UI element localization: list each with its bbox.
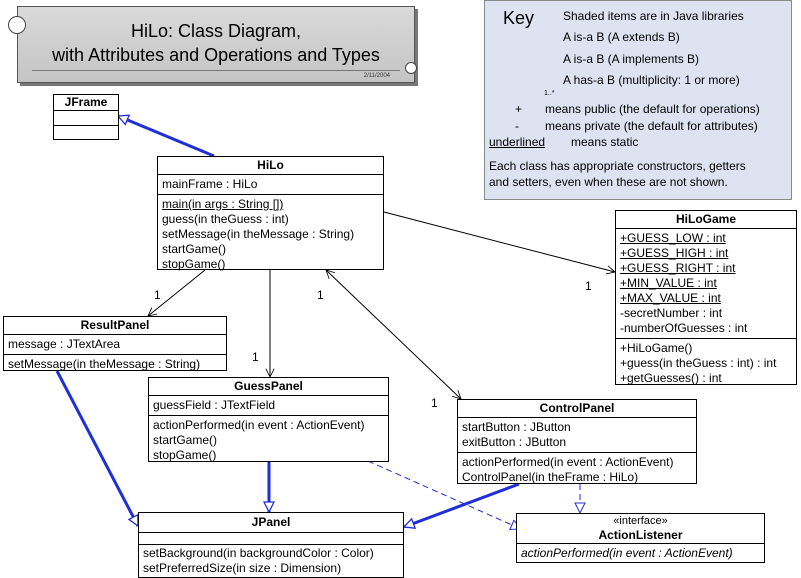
operation-row: actionPerformed(in event : ActionEvent) xyxy=(521,546,733,560)
key-extends-text: A is-a B (A extends B) xyxy=(563,30,680,44)
key-note-line2: and setters, even when these are not sho… xyxy=(489,175,728,189)
key-static-word: underlined xyxy=(489,135,546,149)
operation-row: setMessage(in theMessage : String) xyxy=(8,357,201,371)
key-title: Key xyxy=(503,8,535,28)
class-jpanel: JPanel setBackground(in backgroundColor … xyxy=(138,512,404,578)
operation-row: stopGame() xyxy=(153,448,217,462)
hilo-has-resultpanel-line xyxy=(148,269,206,316)
scroll-left-circle-icon xyxy=(8,16,26,34)
key-shaded-note: Shaded items are in Java libraries xyxy=(563,9,744,23)
hilo-extends-jframe-line xyxy=(118,116,215,158)
operation-row: setMessage(in theMessage : String) xyxy=(162,227,355,241)
diagram-title-plaque: HiLo: Class Diagram, with Attributes and… xyxy=(17,6,415,83)
class-jframe: JFrame xyxy=(53,94,119,140)
class-operations: actionPerformed(in event : ActionEvent) xyxy=(517,544,764,563)
class-operations: setMessage(in theMessage : String) xyxy=(4,355,226,374)
key-has-a-text: A has-a B (multiplicity: 1 or more) xyxy=(563,73,740,87)
attribute-row: mainFrame : HiLo xyxy=(162,177,258,191)
class-name: JPanel xyxy=(139,513,403,533)
diagram-title-line2: with Attributes and Operations and Types xyxy=(52,45,380,65)
class-name: HiLoGame xyxy=(616,211,796,229)
class-guesspanel: GuessPanel guessField : JTextField actio… xyxy=(148,377,389,462)
operation-row: ControlPanel(in theFrame : HiLo) xyxy=(462,470,639,484)
key-public-text: means public (the default for operations… xyxy=(545,102,760,116)
class-hilo: HiLo mainFrame : HiLo main(in args : Str… xyxy=(157,156,384,271)
attribute-row: -numberOfGuesses : int xyxy=(620,321,748,335)
hilo-has-hilogame-line xyxy=(383,211,615,272)
legend-key: Key Shaded items are in Java libraries A… xyxy=(484,0,792,200)
hilo-controlpanel-line xyxy=(326,270,461,399)
class-attributes: message : JTextArea xyxy=(4,335,226,355)
attribute-row: guessField : JTextField xyxy=(153,398,276,412)
class-name: ActionListener xyxy=(517,528,764,544)
key-public-symbol: + xyxy=(515,102,523,116)
guesspanel-implements-actionlistener-line xyxy=(367,460,521,529)
diagram-title-line1: HiLo: Class Diagram, xyxy=(130,21,302,41)
operation-row: startGame() xyxy=(153,433,218,447)
controlpanel-extends-jpanel-line xyxy=(404,482,520,527)
attribute-row: startButton : JButton xyxy=(462,420,571,434)
key-private-symbol: - xyxy=(515,119,519,133)
class-operations: actionPerformed(in event : ActionEvent) … xyxy=(149,416,388,465)
key-static-text: means static xyxy=(571,135,639,149)
class-hilogame: HiLoGame +GUESS_LOW : int +GUESS_HIGH : … xyxy=(615,210,797,385)
scroll-right-circle-icon xyxy=(405,62,417,74)
class-name: JFrame xyxy=(54,95,118,111)
class-operations: setBackground(in backgroundColor : Color… xyxy=(139,545,403,578)
class-name: ControlPanel xyxy=(458,400,696,418)
diagram-date: 2/11/2004 xyxy=(363,73,390,79)
operation-row: setPreferredSize(in size : Dimension) xyxy=(143,561,342,575)
operation-row: +getGuesses() : int xyxy=(620,371,722,385)
operation-row: guess(in theGuess : int) xyxy=(162,212,289,226)
attribute-row: +GUESS_RIGHT : int xyxy=(620,261,736,275)
operation-row: setBackground(in backgroundColor : Color… xyxy=(143,546,374,560)
class-name: GuessPanel xyxy=(149,378,388,396)
class-operations: actionPerformed(in event : ActionEvent) … xyxy=(458,453,696,487)
key-private-text: means private (the default for attribute… xyxy=(545,119,758,133)
multiplicity-hilo-controlpanel-start: 1 xyxy=(317,288,324,302)
class-attributes-empty xyxy=(139,533,403,545)
class-name: ResultPanel xyxy=(4,317,226,335)
class-name: HiLo xyxy=(158,157,383,175)
title-divider xyxy=(32,70,400,71)
attribute-row: +MIN_VALUE : int xyxy=(620,276,717,290)
class-attributes: mainFrame : HiLo xyxy=(158,175,383,195)
key-implements-text: A is-a B (A implements B) xyxy=(563,52,700,66)
key-multiplicity-label: 1..* xyxy=(544,90,555,97)
operation-row: main(in args : String []) xyxy=(162,197,284,211)
class-attributes: guessField : JTextField xyxy=(149,396,388,416)
operation-row: +guess(in theGuess : int) : int xyxy=(620,356,777,370)
attribute-row: -secretNumber : int xyxy=(620,306,723,320)
attribute-row: +GUESS_HIGH : int xyxy=(620,246,729,260)
operation-row: actionPerformed(in event : ActionEvent) xyxy=(462,455,674,469)
operation-row: +HiLoGame() xyxy=(620,341,693,355)
attribute-row: +MAX_VALUE : int xyxy=(620,291,721,305)
class-resultpanel: ResultPanel message : JTextArea setMessa… xyxy=(3,316,227,371)
operation-row: startGame() xyxy=(162,242,227,256)
class-attributes: +GUESS_LOW : int +GUESS_HIGH : int +GUES… xyxy=(616,229,796,339)
attribute-row: +GUESS_LOW : int xyxy=(620,231,726,245)
multiplicity-hilo-hilogame: 1 xyxy=(585,279,592,293)
attribute-row: exitButton : JButton xyxy=(462,435,567,449)
operation-row: stopGame() xyxy=(162,257,226,271)
class-actionlistener: «interface» ActionListener actionPerform… xyxy=(516,513,765,563)
key-note-line1: Each class has appropriate constructors,… xyxy=(489,159,746,173)
multiplicity-hilo-controlpanel-end: 1 xyxy=(431,396,438,410)
multiplicity-hilo-resultpanel: 1 xyxy=(154,288,161,302)
resultpanel-extends-jpanel-line xyxy=(55,370,140,526)
class-operations-empty xyxy=(54,126,118,140)
class-operations: main(in args : String []) guess(in theGu… xyxy=(158,195,383,274)
class-controlpanel: ControlPanel startButton : JButton exitB… xyxy=(457,399,697,484)
attribute-row: message : JTextArea xyxy=(8,337,121,351)
multiplicity-hilo-guesspanel: 1 xyxy=(252,350,259,364)
class-attributes: startButton : JButton exitButton : JButt… xyxy=(458,418,696,453)
class-attributes-empty xyxy=(54,111,118,126)
class-operations: +HiLoGame() +guess(in theGuess : int) : … xyxy=(616,339,796,388)
operation-row: actionPerformed(in event : ActionEvent) xyxy=(153,418,365,432)
interface-stereotype: «interface» xyxy=(613,515,668,527)
